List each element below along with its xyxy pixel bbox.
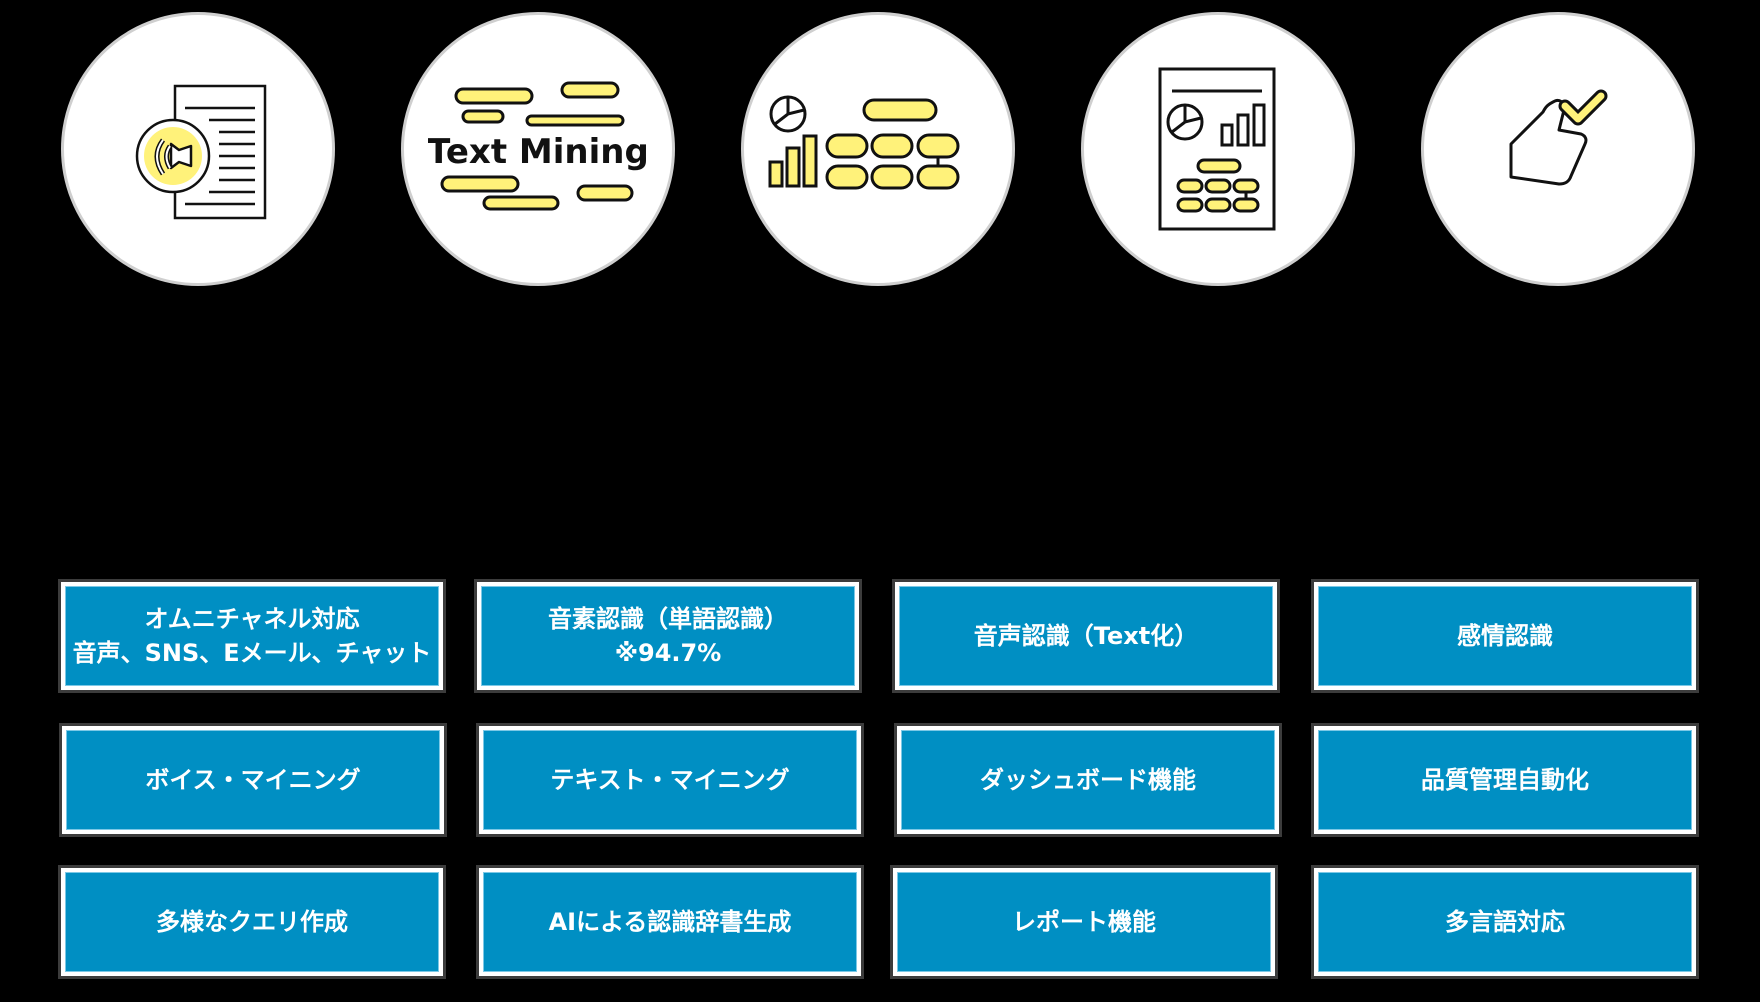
- feature-label: テキスト・マイニング: [550, 766, 790, 794]
- voice-document-icon: [135, 84, 267, 220]
- feature-label: 多様なクエリ作成: [156, 908, 348, 936]
- feature-label: ボイス・マイニング: [145, 766, 361, 794]
- voice-document-circle: [61, 12, 335, 286]
- hand-checkmark-icon: [1509, 89, 1608, 186]
- feature-multilingual: 多言語対応: [1311, 865, 1699, 979]
- feature-omnichannel: オムニチャネル対応 音声、SNS、Eメール、チャット: [58, 579, 446, 693]
- feature-quality-automation: 品質管理自動化: [1311, 723, 1699, 837]
- feature-label: レポート機能: [1012, 908, 1156, 936]
- feature-label: 品質管理自動化: [1421, 766, 1589, 794]
- feature-query-creation: 多様なクエリ作成: [58, 865, 446, 979]
- report-document-icon: [1158, 67, 1276, 230]
- feature-emotion-recognition: 感情認識: [1311, 579, 1699, 693]
- analytics-dashboard-circle: [741, 12, 1015, 286]
- analytics-dashboard-icon: [768, 95, 960, 190]
- text-mining-label: Text Mining: [428, 132, 648, 172]
- feature-label-line1: オムニチャネル対応: [144, 605, 360, 633]
- feature-label-line1: 音素認識（単語認識）: [548, 605, 788, 633]
- feature-text-mining: テキスト・マイニング: [476, 723, 864, 837]
- feature-ai-dictionary: AIによる認識辞書生成: [476, 865, 864, 979]
- feature-label: 多言語対応: [1445, 908, 1565, 936]
- feature-label: 感情認識: [1457, 622, 1553, 650]
- feature-voice-mining: ボイス・マイニング: [59, 723, 447, 837]
- text-mining-circle: Text Mining: [401, 12, 675, 286]
- feature-phoneme-recognition: 音素認識（単語認識） ※94.7%: [474, 579, 862, 693]
- feature-label: AIによる認識辞書生成: [548, 908, 792, 936]
- feature-label: 音声認識（Text化）: [973, 622, 1199, 650]
- feature-label-line2: 音声、SNS、Eメール、チャット: [72, 639, 432, 667]
- feature-dashboard: ダッシュボード機能: [894, 723, 1282, 837]
- feature-label: ダッシュボード機能: [980, 766, 1196, 794]
- report-document-circle: [1081, 12, 1355, 286]
- hand-checkmark-circle: [1421, 12, 1695, 286]
- feature-label-line2: ※94.7%: [614, 639, 722, 667]
- text-mining-icon: Text Mining: [428, 81, 648, 211]
- feature-report: レポート機能: [890, 865, 1278, 979]
- feature-speech-to-text: 音声認識（Text化）: [892, 579, 1280, 693]
